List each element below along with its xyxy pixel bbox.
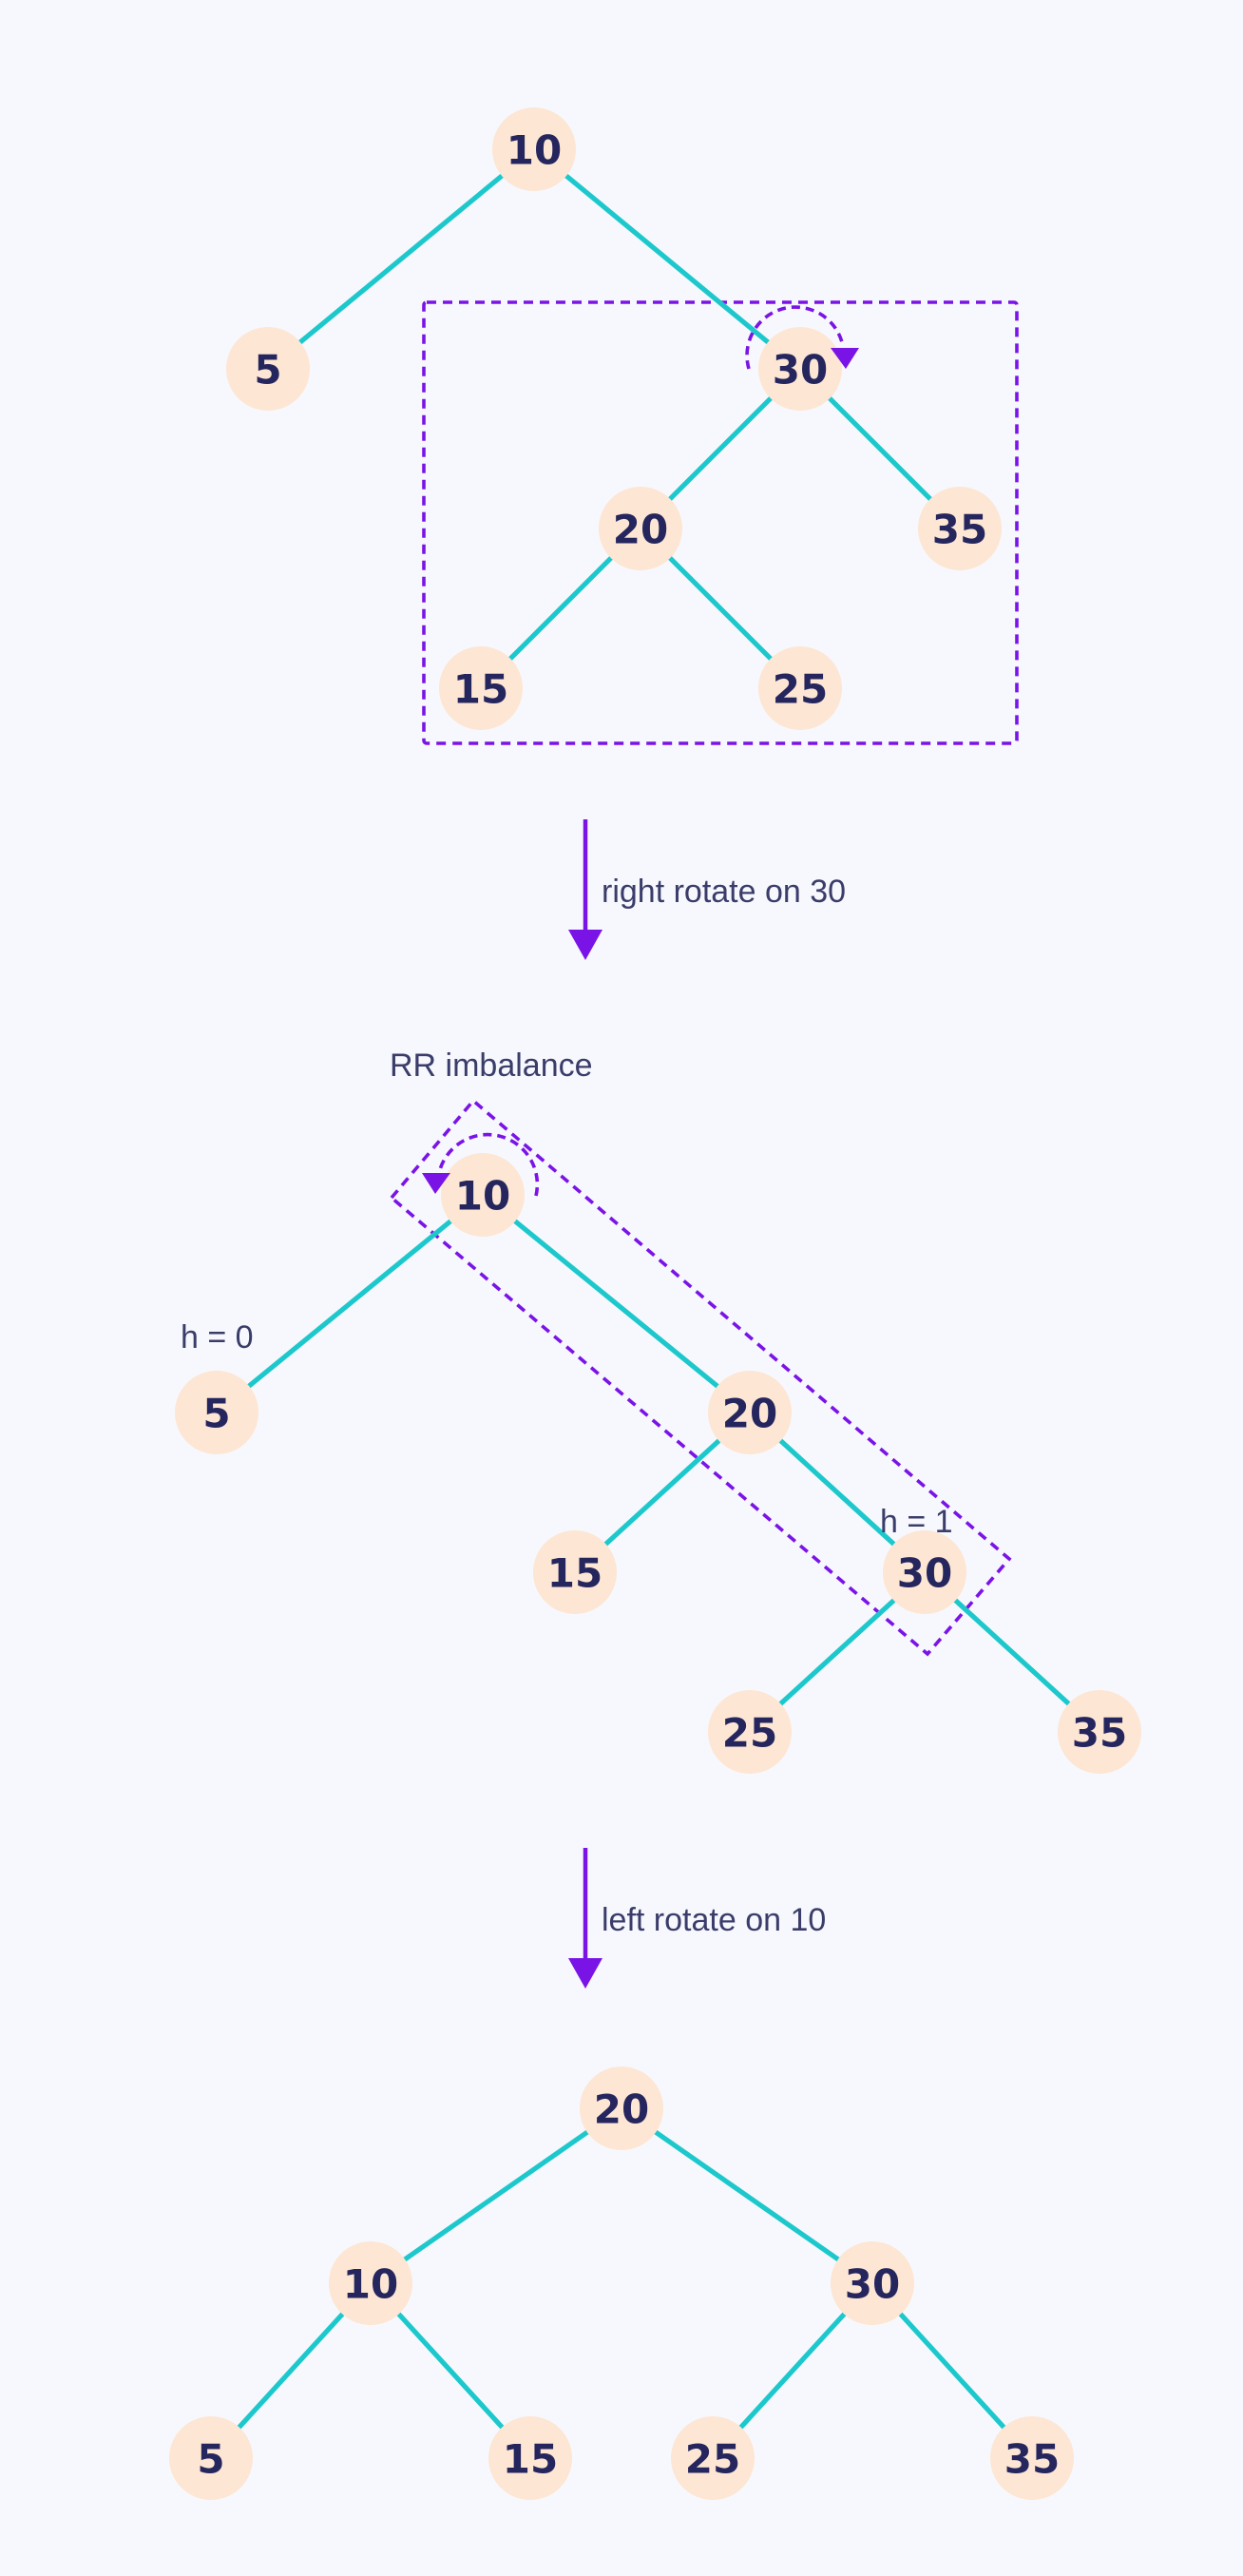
step-label-right-rotate: right rotate on 30 (602, 874, 846, 910)
node-circle (918, 487, 1002, 570)
node-circle (492, 107, 576, 191)
height-left-label: h = 0 (181, 1319, 254, 1355)
node-value: 35 (1072, 1710, 1127, 1757)
tree-node-30: 30 (831, 2241, 914, 2325)
node-value: 25 (773, 666, 828, 713)
node-value: 20 (722, 1391, 777, 1437)
node-value: 10 (343, 2261, 398, 2308)
node-circle (599, 487, 682, 570)
tree-edge-30-35 (951, 1596, 1073, 1708)
node-circle (708, 1371, 792, 1454)
tree-edge-30-35 (896, 2310, 1008, 2432)
node-circle (1058, 1690, 1141, 1774)
tree-node-15: 15 (488, 2416, 572, 2500)
node-circle (831, 2241, 914, 2325)
tree-edge-10-5 (296, 172, 507, 346)
tree-node-15: 15 (533, 1530, 617, 1614)
node-value: 10 (507, 127, 562, 174)
node-value: 5 (254, 347, 281, 394)
right-rotation-arc-icon (745, 305, 844, 370)
step-arrowhead-icon (568, 1958, 602, 1989)
node-value: 15 (503, 2436, 558, 2483)
node-circle (329, 2241, 412, 2325)
node-circle (226, 327, 310, 411)
node-value: 25 (722, 1710, 777, 1757)
tree-edge-10-15 (394, 2310, 507, 2432)
tree-edge-20-30 (776, 1436, 898, 1548)
tree-node-20: 20 (708, 1371, 792, 1454)
tree-node-25: 25 (708, 1690, 792, 1774)
node-circle (533, 1530, 617, 1614)
intermediate-tree: RR imbalance h = 0 10 5 20 15 30 25 35 h = 1 (175, 1048, 1141, 1774)
node-circle (990, 2416, 1074, 2500)
tree-edge-30-35 (826, 394, 934, 503)
tree-node-35: 35 (918, 487, 1002, 570)
rotation-arrowhead-icon (422, 1173, 450, 1194)
node-value: 15 (453, 666, 508, 713)
tree-node-5: 5 (175, 1371, 258, 1454)
tree-node-35: 35 (990, 2416, 1074, 2500)
tree-edge-10-20 (510, 1217, 722, 1391)
tree-node-5: 5 (226, 327, 310, 411)
tree-node-30: 30 (758, 327, 842, 411)
tree-node-20: 20 (599, 487, 682, 570)
tree-edge-30-20 (666, 394, 774, 503)
node-value: 30 (845, 2261, 900, 2308)
imbalance-path-highlight-box (389, 1098, 1012, 1657)
node-circle (441, 1153, 525, 1237)
tree-node-10: 10 (441, 1153, 525, 1237)
tree-edge-10-30 (562, 172, 773, 346)
node-circle (883, 1530, 966, 1614)
node-value: 5 (202, 1391, 230, 1437)
rr-imbalance-label: RR imbalance (390, 1048, 593, 1084)
height-right-label: h = 1 (880, 1504, 953, 1540)
tree-node-5: 5 (169, 2416, 253, 2500)
balanced-tree: 20 10 30 5 15 25 35 (169, 2067, 1074, 2500)
node-circle (175, 1371, 258, 1454)
node-circle (708, 1690, 792, 1774)
node-value: 10 (455, 1173, 510, 1220)
node-value: 35 (932, 507, 987, 553)
node-value: 35 (1004, 2436, 1060, 2483)
node-value: 30 (897, 1550, 952, 1597)
step-label-left-rotate: left rotate on 10 (602, 1902, 826, 1938)
tree-edge-30-25 (776, 1596, 898, 1708)
node-circle (671, 2416, 755, 2500)
tree-edge-30-25 (736, 2310, 849, 2432)
node-circle (439, 646, 523, 730)
node-value: 5 (197, 2436, 224, 2483)
tree-edge-20-10 (400, 2128, 592, 2263)
tree-node-10: 10 (329, 2241, 412, 2325)
tree-node-30: 30 (883, 1530, 966, 1614)
node-value: 15 (547, 1550, 602, 1597)
step-arrow-left-rotate: left rotate on 10 (568, 1848, 826, 1989)
tree-node-20: 20 (580, 2067, 663, 2150)
tree-node-35: 35 (1058, 1690, 1141, 1774)
tree-edge-20-15 (602, 1436, 723, 1548)
tree-edge-10-5 (244, 1217, 455, 1391)
node-circle (488, 2416, 572, 2500)
tree-edge-20-25 (666, 554, 774, 663)
node-value: 20 (594, 2086, 649, 2133)
left-rotation-arc-icon (437, 1132, 540, 1197)
step-arrow-right-rotate: right rotate on 30 (568, 819, 846, 960)
initial-tree: 10 5 30 20 35 15 25 (226, 107, 1019, 745)
tree-node-15: 15 (439, 646, 523, 730)
node-value: 20 (613, 507, 668, 553)
tree-node-25: 25 (671, 2416, 755, 2500)
tree-edge-20-15 (507, 554, 615, 663)
node-circle (758, 646, 842, 730)
node-circle (169, 2416, 253, 2500)
step-arrowhead-icon (568, 930, 602, 960)
node-circle (758, 327, 842, 411)
node-value: 25 (685, 2436, 740, 2483)
tree-edge-10-5 (235, 2310, 347, 2432)
node-value: 30 (773, 347, 828, 394)
tree-node-25: 25 (758, 646, 842, 730)
tree-node-10: 10 (492, 107, 576, 191)
node-circle (580, 2067, 663, 2150)
tree-edge-20-30 (651, 2128, 843, 2263)
rotation-arrowhead-icon (831, 348, 859, 369)
